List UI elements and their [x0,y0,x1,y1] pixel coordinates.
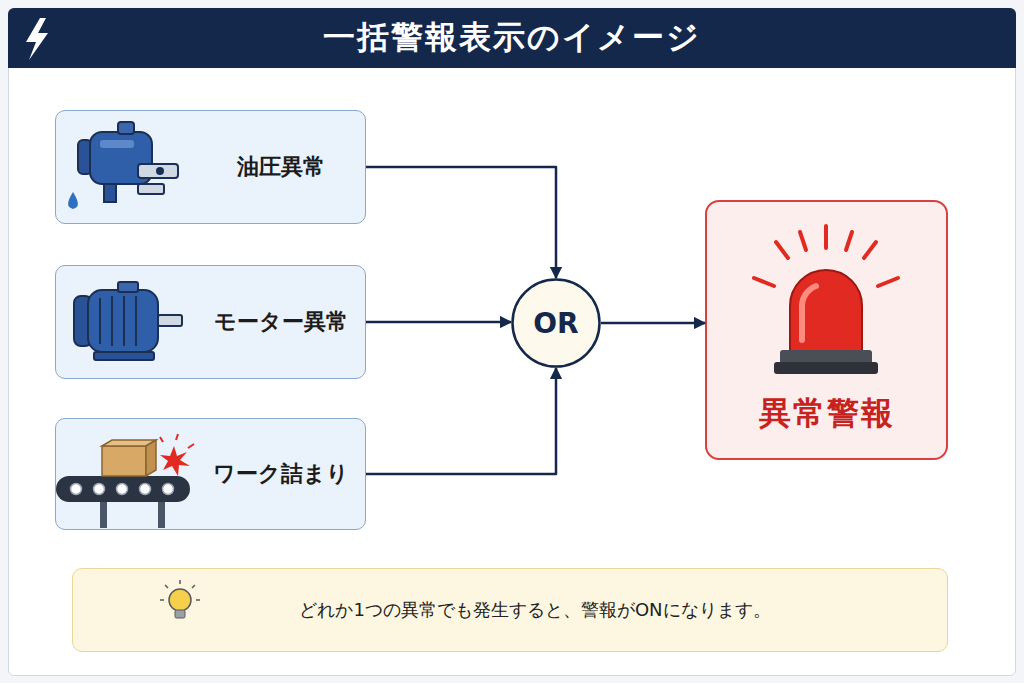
node-label: どれか1つの異常でも発生すると、警報がONになります。 [299,598,770,622]
note-box: どれか1つの異常でも発生すると、警報がONになります。 [72,568,948,652]
title-band: 一括警報表示のイメージ [8,8,1016,68]
conveyor-illustration [56,434,194,528]
node-label: 異常警報 [759,392,895,436]
node-label: モーター異常 [214,307,348,337]
connector-arrow [366,167,556,278]
lightning-icon [26,18,48,60]
siren-illustration [754,226,898,374]
node-label: ワーク詰まり [213,459,349,489]
pump-illustration [68,122,178,209]
node-label: OR [533,307,578,340]
gate-circle [513,280,600,367]
connector-arrow [366,368,556,474]
title-text: 一括警報表示のイメージ [323,16,701,60]
connector-arrow [601,322,705,325]
fault-box: 油圧異常 [55,110,366,224]
alarm-box: 異常警報 [705,200,948,460]
fault-box: ワーク詰まり [55,418,366,530]
motor-illustration [74,282,182,360]
node-label: 油圧異常 [237,152,325,182]
fault-box: モーター異常 [55,265,366,379]
connector-arrow [366,321,511,324]
or-gate-circle: OR [511,278,601,368]
bulb-icon [160,580,200,618]
